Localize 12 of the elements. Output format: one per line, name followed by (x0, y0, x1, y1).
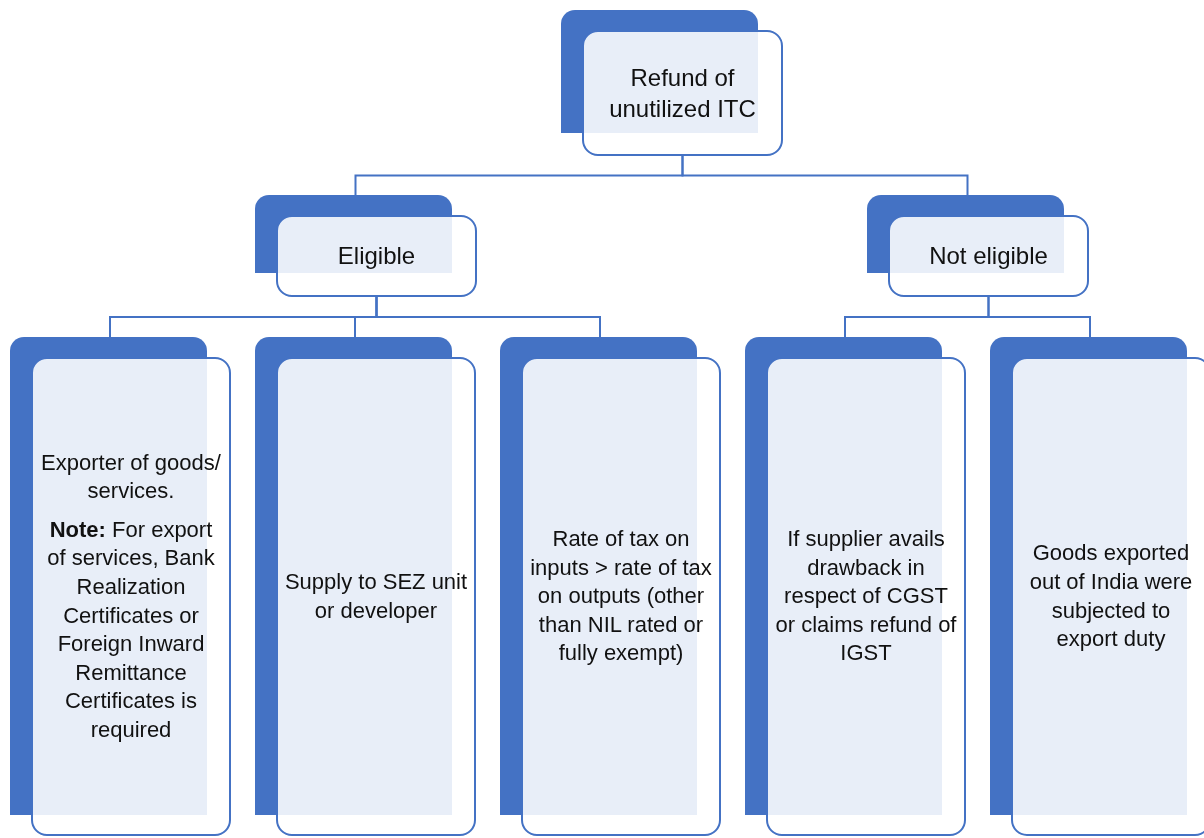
node-text: Refund of unutilized ITC (608, 62, 757, 124)
connector-line (681, 155, 969, 196)
connector-line (375, 296, 601, 338)
node-text: Eligible (337, 241, 416, 272)
connector-line (987, 296, 1091, 338)
node-text: Goods exported out of India were subjected to export duty (1028, 539, 1194, 654)
node-text: Note: For export of services, Bank Realization Certificates or Foreign Inward Remittance Certificates is required (46, 515, 216, 744)
node-text: Exporter of goods/ services. (40, 448, 222, 506)
node-text: If supplier avails drawback in respect of CGST or claims refund of IGST (774, 525, 958, 668)
node-text: Supply to SEZ unit or developer (284, 567, 468, 625)
node-text: Rate of tax on inputs > rate of tax on outputs (other than NIL rated or fully exempt) (529, 525, 713, 668)
node-text: Not eligible (929, 241, 1048, 272)
